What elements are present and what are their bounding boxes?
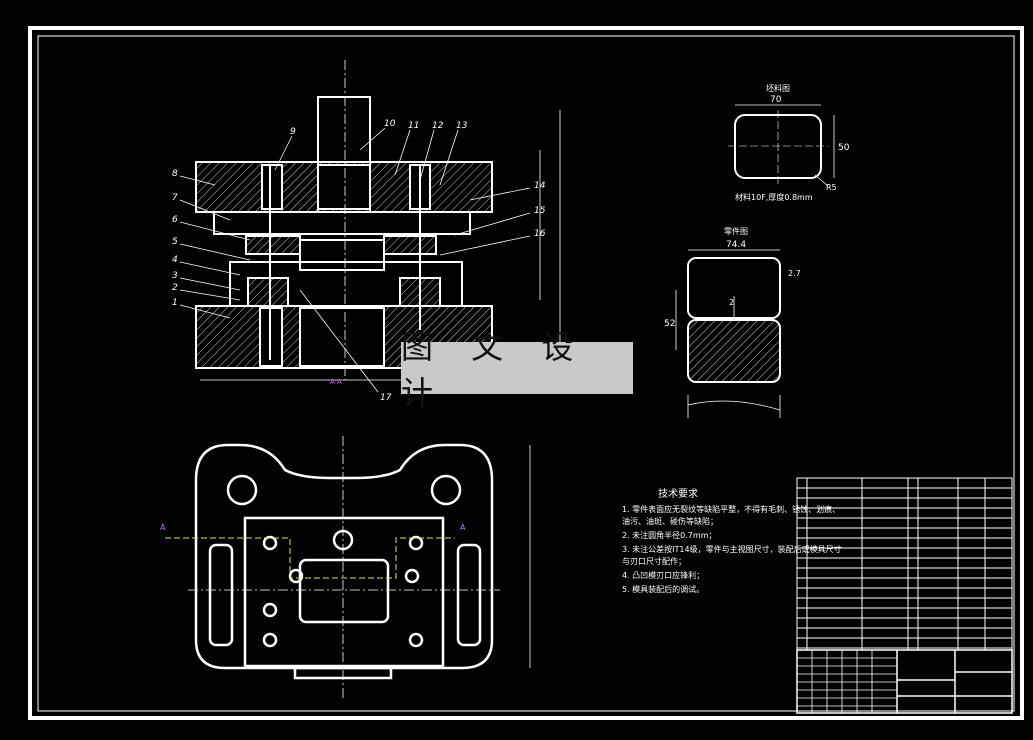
part-number-9: 9: [290, 127, 296, 137]
part-number-8: 8: [172, 169, 178, 179]
part-inner: 2: [729, 298, 734, 307]
part-number-13: 13: [456, 121, 468, 131]
watermark-overlay: 图 文 设 计: [401, 328, 633, 412]
parts-list-table: [796, 477, 1013, 651]
part-width: 74.4: [726, 240, 746, 250]
blank-radius: R5: [826, 183, 837, 192]
part-number-1: 1: [172, 298, 178, 308]
part-number-6: 6: [172, 215, 178, 225]
part-number-16: 16: [534, 229, 546, 239]
plan-view: [188, 436, 531, 700]
tech-item: 1. 零件表面应无裂纹等缺陷平整，不得有毛刺、锈蚀、划痕、: [622, 504, 840, 514]
blank-width: 70: [770, 95, 782, 105]
part-title: 零件图: [724, 226, 748, 236]
tech-item: 2. 未注圆角半径0.7mm；: [622, 530, 716, 540]
tech-item: 4. 凸凹模刃口应锋利；: [622, 570, 704, 580]
part-number-7: 7: [172, 193, 178, 203]
blank-note: 材料10F,厚度0.8mm: [735, 192, 813, 202]
title-block: [796, 649, 1013, 714]
part-number-17: 17: [380, 393, 392, 403]
part-number-14: 14: [534, 181, 546, 191]
part-number-3: 3: [172, 271, 178, 281]
tech-item: 5. 模具装配后的调试。: [622, 584, 704, 594]
part-number-11: 11: [408, 121, 419, 131]
part-number-2: 2: [172, 283, 178, 293]
part-number-5: 5: [172, 237, 178, 247]
blank-view: [728, 104, 835, 187]
tech-item: 与刃口尺寸配作；: [622, 556, 686, 566]
part-number-15: 15: [534, 206, 546, 216]
part-thickness: 2.7: [788, 269, 801, 278]
leader-lines: [179, 127, 531, 393]
blank-height: 50: [838, 143, 850, 153]
part-height: 52: [664, 319, 675, 329]
part-view: [675, 249, 781, 418]
part-number-12: 12: [432, 121, 444, 131]
section-marker-left: A: [160, 523, 166, 532]
tech-item: 油污、油斑、碰伤等缺陷；: [622, 516, 718, 526]
part-number-10: 10: [384, 119, 396, 129]
tech-requirements: 技术要求 1. 零件表面应无裂纹等缺陷平整，不得有毛刺、锈蚀、划痕、 油污、油斑…: [622, 487, 842, 594]
part-number-labels: 8 7 6 5 4 3 2 1 9 10 11 12 13 14 15 16 1…: [172, 119, 546, 403]
tech-title: 技术要求: [658, 487, 698, 500]
section-label: A-A: [330, 378, 342, 386]
section-cut-line: [165, 537, 455, 579]
inner-frame: [37, 35, 1015, 712]
front-section-view: [195, 60, 561, 381]
section-marker-right: A: [460, 523, 466, 532]
part-number-4: 4: [172, 255, 178, 265]
tech-item: 3. 未注公差按IT14级，零件与主视图尺寸，装配后或模具尺寸: [622, 544, 842, 554]
outer-frame: [28, 26, 1024, 720]
blank-title: 坯料图: [766, 83, 790, 93]
